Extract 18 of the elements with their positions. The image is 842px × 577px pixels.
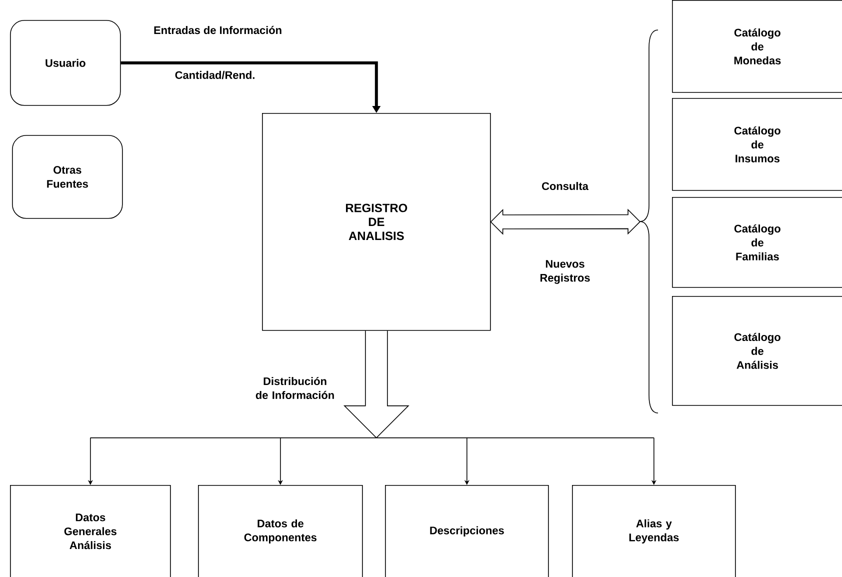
catalog-box: Catálogo de Insumos	[672, 98, 842, 191]
edge-label: Distribución de Información	[256, 376, 334, 400]
edge-label: Entradas de Información	[154, 26, 282, 34]
rounded-box: Otras Fuentes	[12, 135, 123, 219]
process-box: REGISTRO DE ANALISIS	[262, 113, 491, 331]
label-text: Nuevos Registros	[540, 260, 590, 284]
double-arrow	[490, 208, 641, 235]
output-box: Datos Generales Análisis	[10, 485, 171, 577]
output-box: Alias y Leyendas	[572, 485, 736, 577]
catalog-box: Catálogo de Monedas	[672, 0, 842, 93]
output-box: Descripciones	[385, 485, 549, 577]
label-text: Cantidad/Rend.	[175, 70, 254, 80]
catalog-box: Catálogo de Familias	[672, 197, 842, 288]
catalog-box: Catálogo de Análisis	[672, 296, 842, 406]
rounded-box: Usuario	[10, 20, 121, 106]
output-box: Datos de Componentes	[198, 485, 363, 577]
edge-label: Consulta	[542, 182, 588, 190]
brace	[640, 30, 658, 414]
